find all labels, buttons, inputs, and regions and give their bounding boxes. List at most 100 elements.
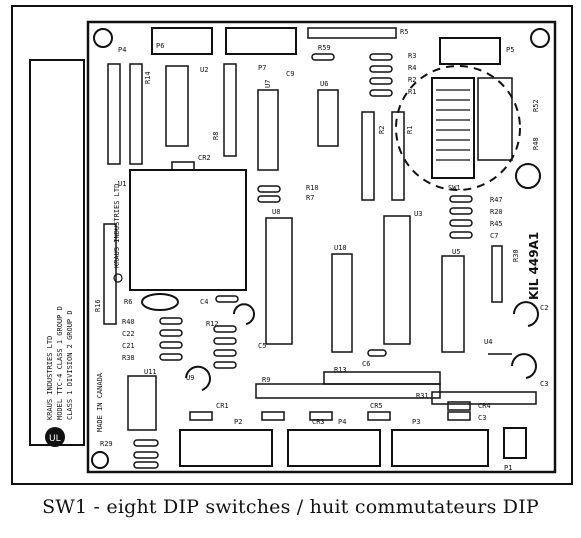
mount-hole-right bbox=[515, 163, 541, 189]
label-r48: R48 bbox=[532, 137, 540, 150]
capacitor-u9 bbox=[185, 365, 211, 391]
strip-p4 bbox=[107, 63, 121, 165]
label-r20: R20 bbox=[490, 208, 503, 216]
label-cr3: CR3 bbox=[312, 418, 325, 426]
label-p5: P5 bbox=[506, 46, 514, 54]
maker-vertical-text: KRAUS INDUSTRIES LTD. bbox=[113, 179, 121, 268]
resistor-group-mid bbox=[257, 185, 473, 239]
capacitor-c2 bbox=[513, 301, 539, 327]
mount-hole-bottom-left bbox=[91, 451, 109, 469]
ic-u8 bbox=[265, 217, 293, 345]
label-p3: P3 bbox=[412, 418, 420, 426]
rail-r13 bbox=[323, 371, 441, 385]
label-r8: R8 bbox=[212, 132, 220, 140]
label-p6: P6 bbox=[156, 42, 164, 50]
diodes bbox=[171, 161, 471, 421]
label-c3-right: C3 bbox=[540, 380, 548, 388]
component-labels: P4 P6 U2 P7 C9 R5 P5 R59 U6 U7 R3 R4 R2 … bbox=[94, 28, 548, 472]
ic-u6 bbox=[317, 89, 339, 147]
crystal-r1 bbox=[141, 293, 179, 311]
label-r1: R1 bbox=[408, 88, 416, 96]
label-r1-side: R1 bbox=[406, 126, 414, 134]
capacitor-c4 bbox=[233, 303, 255, 325]
label-c4: C4 bbox=[200, 298, 208, 306]
sw1-switch-levers bbox=[436, 89, 470, 161]
ic-u10 bbox=[331, 253, 353, 353]
label-r47: R47 bbox=[490, 196, 503, 204]
label-u5: U5 bbox=[452, 248, 460, 256]
label-r3: R3 bbox=[408, 52, 416, 60]
label-p7: P7 bbox=[258, 64, 266, 72]
maker-logo-dot bbox=[113, 273, 123, 283]
outer-frame bbox=[11, 5, 573, 485]
connector-p5 bbox=[439, 37, 501, 65]
label-r12: R12 bbox=[206, 320, 219, 328]
label-cr1: CR1 bbox=[216, 402, 229, 410]
label-r6: R6 bbox=[124, 298, 132, 306]
label-r5: R5 bbox=[400, 28, 408, 36]
label-c2: C2 bbox=[540, 304, 548, 312]
ic-u5 bbox=[441, 255, 465, 353]
label-r31: R31 bbox=[416, 392, 429, 400]
connector-p6 bbox=[151, 27, 213, 55]
label-r2-side: R2 bbox=[378, 126, 386, 134]
label-c21: C21 bbox=[122, 342, 135, 350]
label-p1: P1 bbox=[504, 464, 512, 472]
resistor-group-left bbox=[133, 295, 387, 469]
ic-r8-strip bbox=[223, 63, 237, 157]
mount-hole-top-right bbox=[530, 28, 550, 48]
label-u3: U3 bbox=[414, 210, 422, 218]
connector-p1 bbox=[503, 427, 527, 459]
label-u8: U8 bbox=[272, 208, 280, 216]
connector-p4 bbox=[287, 429, 381, 467]
board-outline bbox=[86, 20, 557, 474]
model-id-text: KIL 449A1 bbox=[527, 232, 541, 300]
capacitor-c3 bbox=[511, 353, 537, 379]
label-c6: C6 bbox=[362, 360, 370, 368]
label-c3: C3 bbox=[478, 414, 486, 422]
label-cr4: CR4 bbox=[478, 402, 491, 410]
label-r10: R10 bbox=[306, 184, 319, 192]
label-r7: R7 bbox=[306, 194, 314, 202]
ic-u1 bbox=[129, 169, 247, 291]
label-u9: U9 bbox=[186, 374, 194, 382]
label-u10: U10 bbox=[334, 244, 347, 252]
model-label-panel bbox=[29, 59, 85, 446]
label-cr2: CR2 bbox=[198, 154, 211, 162]
label-u1: U1 bbox=[118, 180, 126, 188]
ul-logo: UL bbox=[45, 427, 65, 447]
label-u7: U7 bbox=[264, 80, 272, 88]
resistor-pack-r52 bbox=[477, 77, 513, 161]
ic-r1-strip bbox=[391, 111, 405, 201]
label-r38: R38 bbox=[122, 354, 135, 362]
panel-text-lines: KRAUS INDUSTRIES LTD MODEL TTC-4 CLASS 1… bbox=[46, 306, 74, 420]
label-r30: R30 bbox=[512, 249, 520, 262]
label-u6: U6 bbox=[320, 80, 328, 88]
label-r45: R45 bbox=[490, 220, 503, 228]
label-r29: R29 bbox=[100, 440, 113, 448]
label-r9: R9 bbox=[262, 376, 270, 384]
resistor-group-top bbox=[311, 53, 393, 97]
label-r59: R59 bbox=[318, 44, 331, 52]
sw1-highlight-circle bbox=[395, 65, 521, 191]
panel-text-2: MODEL TTC-4 CLASS 1 GROUP D bbox=[56, 306, 64, 420]
label-r52: R52 bbox=[532, 99, 540, 112]
label-u4: U4 bbox=[484, 338, 492, 346]
panel-text-3: CLASS 1 DIVISION 2 GROUP D bbox=[66, 310, 74, 420]
connector-p7 bbox=[225, 27, 297, 55]
label-p4-top: P4 bbox=[118, 46, 126, 54]
sw1-dip-switch bbox=[431, 77, 475, 179]
label-r4: R4 bbox=[408, 64, 416, 72]
ic-u3 bbox=[383, 215, 411, 345]
label-c7: C7 bbox=[490, 232, 498, 240]
label-c22: C22 bbox=[122, 330, 135, 338]
connector-r5 bbox=[307, 27, 397, 39]
rail-r31 bbox=[431, 391, 537, 405]
made-in-canada-text: MADE IN CANADA bbox=[96, 372, 104, 432]
label-r13: R13 bbox=[334, 366, 347, 374]
label-sw1: SW1 bbox=[448, 184, 461, 192]
label-r14: R14 bbox=[144, 71, 152, 84]
label-p4-bottom: P4 bbox=[338, 418, 346, 426]
connector-p3 bbox=[391, 429, 489, 467]
